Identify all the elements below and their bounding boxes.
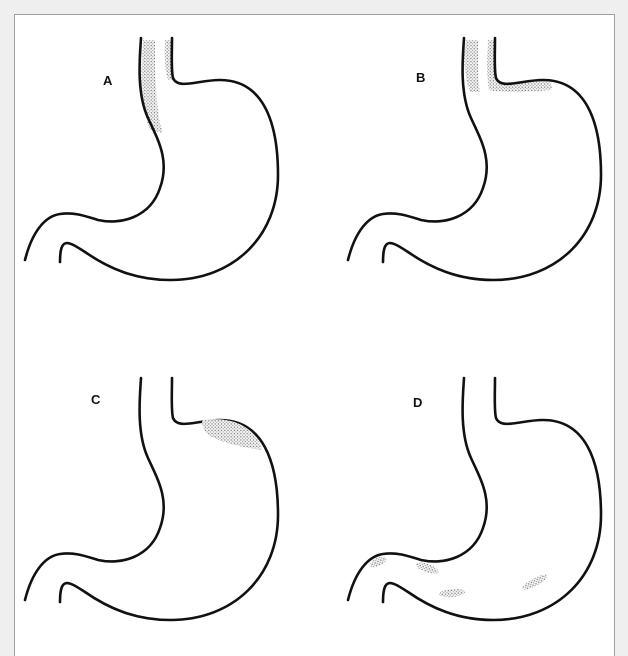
lesion-1 bbox=[368, 555, 388, 570]
cardia-lesion bbox=[487, 40, 552, 92]
lesion-3 bbox=[439, 588, 466, 598]
panel-d: D bbox=[348, 378, 601, 620]
stomach-outline-c bbox=[25, 378, 278, 620]
panel-b: B bbox=[348, 38, 601, 280]
panel-c: C bbox=[25, 378, 278, 620]
panel-label-c: C bbox=[91, 392, 101, 407]
stomach-outline-d bbox=[348, 378, 601, 620]
lesion-4 bbox=[521, 572, 549, 592]
esophagus-lesion-left bbox=[141, 40, 163, 133]
fundus-lesion bbox=[202, 419, 262, 450]
panel-a: A bbox=[25, 38, 278, 280]
esophagus-lesion-left bbox=[464, 40, 480, 92]
panel-label-a: A bbox=[103, 73, 113, 88]
panel-label-d: D bbox=[413, 395, 422, 410]
panel-label-b: B bbox=[416, 70, 425, 85]
